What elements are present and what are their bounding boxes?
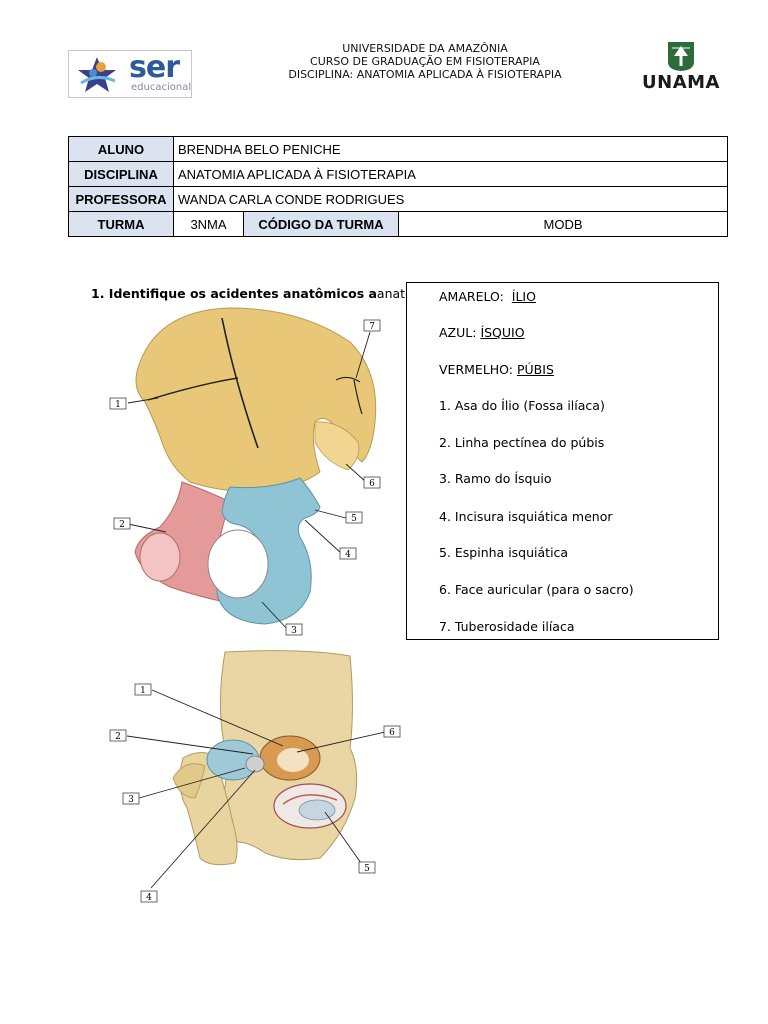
fig1-label-2: 2 — [119, 520, 125, 530]
unama-logo: UNAMA — [632, 40, 730, 94]
legend-item-1: 1. Asa do Ílio (Fossa ilíaca) — [439, 398, 605, 413]
question-bold-text: 1. Identifique os acidentes anatômicos a — [91, 286, 377, 301]
legend-item-6: 6. Face auricular (para o sacro) — [439, 582, 634, 597]
aluno-label: ALUNO — [68, 136, 174, 162]
legend-amarelo: AMARELO: ÍLIO — [439, 289, 536, 304]
ser-star-icon — [78, 57, 116, 92]
codigo-turma-value: MODB — [398, 211, 728, 237]
ser-educacional-logo: ser educacional — [68, 50, 192, 98]
table-row: DISCIPLINA ANATOMIA APLICADA À FISIOTERA… — [68, 161, 728, 187]
fig2-label-2: 2 — [115, 732, 121, 742]
fig1-label-3: 3 — [291, 626, 297, 636]
header-text: UNIVERSIDADE DA AMAZÔNIA CURSO DE GRADUA… — [250, 42, 600, 81]
codigo-turma-label: CÓDIGO DA TURMA — [243, 211, 399, 237]
fig2-label-6: 6 — [389, 728, 395, 738]
legend-azul-label: AZUL: — [439, 325, 477, 340]
student-info-table: ALUNO BRENDHA BELO PENICHE DISCIPLINA AN… — [68, 136, 728, 237]
legend-item-7: 7. Tuberosidade ilíaca — [439, 619, 575, 634]
legend-item-2: 2. Linha pectínea do púbis — [439, 435, 605, 450]
fig1-label-1: 1 — [115, 400, 121, 410]
professora-label: PROFESSORA — [68, 186, 174, 212]
fig2-label-5: 5 — [364, 864, 370, 874]
fig1-label-6: 6 — [369, 479, 375, 489]
header-course: CURSO DE GRADUAÇÃO EM FISIOTERAPIA — [310, 55, 540, 68]
legend-item-5: 5. Espinha isquiática — [439, 545, 569, 560]
legend-amarelo-value: ÍLIO — [511, 289, 536, 304]
legend-vermelho-value: PÚBIS — [517, 362, 554, 377]
disciplina-label: DISCIPLINA — [68, 161, 174, 187]
fig1-label-7: 7 — [369, 322, 375, 332]
fig2-label-1: 1 — [140, 686, 146, 696]
fig2-label-3: 3 — [128, 795, 134, 805]
legend-vermelho-label: VERMELHO: — [439, 362, 514, 377]
table-row: TURMA 3NMA CÓDIGO DA TURMA MODB — [68, 211, 728, 237]
turma-label: TURMA — [68, 211, 174, 237]
header-discipline: DISCIPLINA: ANATOMIA APLICADA À FISIOTER… — [288, 68, 562, 81]
ser-logo-subtitle: educacional — [131, 82, 192, 93]
hip-bone-figure: 1 2 3 4 5 6 7 — [109, 307, 381, 636]
unama-logo-word: UNAMA — [642, 72, 720, 93]
ser-logo-word: ser — [129, 50, 180, 85]
header-university: UNIVERSIDADE DA AMAZÔNIA — [342, 42, 508, 55]
disciplina-value: ANATOMIA APLICADA À FISIOTERAPIA — [173, 161, 728, 187]
fig2-label-4: 4 — [146, 893, 152, 903]
professora-value: WANDA CARLA CONDE RODRIGUES — [173, 186, 728, 212]
question-1: 1. Identifique os acidentes anatômicos a… — [91, 286, 443, 301]
legend-azul: AZUL: ÍSQUIO — [439, 325, 525, 340]
fig1-label-5: 5 — [351, 514, 357, 524]
legend-vermelho: VERMELHO: PÚBIS — [439, 362, 554, 377]
legend-box: AMARELO: ÍLIO AZUL: ÍSQUIO VERMELHO: PÚB… — [406, 282, 719, 640]
isquio-region — [216, 477, 321, 625]
legend-azul-value: ÍSQUIO — [480, 325, 525, 340]
legend-amarelo-label: AMARELO: — [439, 289, 504, 304]
table-row: ALUNO BRENDHA BELO PENICHE — [68, 136, 728, 162]
unama-tree-icon — [668, 42, 694, 71]
hip-joint-figure: 1 2 3 4 5 6 — [109, 650, 401, 903]
ilio-region — [135, 307, 377, 493]
legend-item-3: 3. Ramo do Ísquio — [439, 471, 552, 486]
legend-item-4: 4. Incisura isquiática menor — [439, 509, 613, 524]
fig1-label-4: 4 — [345, 550, 351, 560]
table-row: PROFESSORA WANDA CARLA CONDE RODRIGUES — [68, 186, 728, 212]
aluno-value: BRENDHA BELO PENICHE — [173, 136, 728, 162]
turma-value: 3NMA — [173, 211, 244, 237]
